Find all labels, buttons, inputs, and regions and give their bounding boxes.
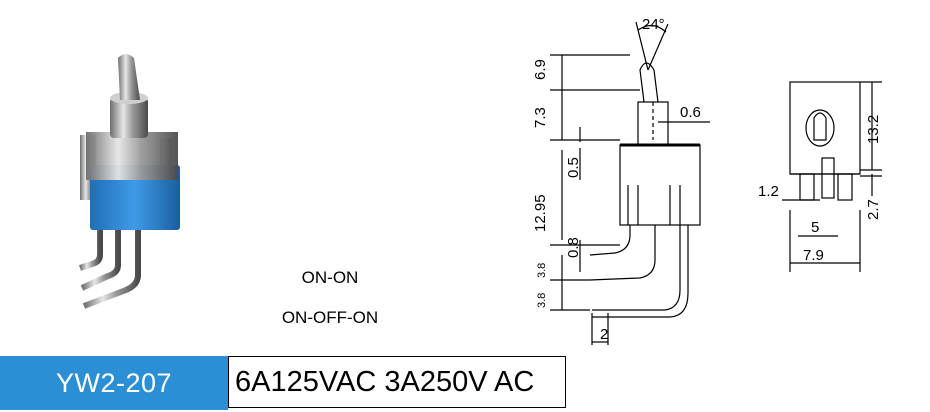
- dim-lever-tip-label: 0.6: [680, 104, 701, 121]
- variant-on-on: ON-ON: [301, 268, 359, 287]
- rating-box: 6A125VAC 3A250V AC: [228, 356, 566, 408]
- product-photo: [60, 50, 200, 310]
- dim-side-height-label: 13.2: [865, 115, 882, 144]
- dim-angle-label: 24°: [642, 16, 665, 33]
- dim-pin-pitch-upper-label: 3.8: [536, 263, 548, 278]
- electrical-rating: 6A125VAC 3A250V AC: [235, 365, 535, 398]
- dim-bushing-label: 7.3: [532, 107, 549, 128]
- dim-pin-pitch-lower-label: 3.8: [536, 293, 548, 308]
- spec-footer: YW2-207 6A125VAC 3A250V AC: [0, 356, 930, 412]
- dim-side-pin-spacing-label: 5: [811, 219, 819, 236]
- switch-variants: ON-ON ON-OFF-ON: [255, 258, 405, 338]
- model-badge: YW2-207: [0, 356, 228, 410]
- dimension-drawing: 24° 0.6 6.9 7.3 0.5 12.95 0.8 2 13.2 2.7…: [520, 10, 920, 360]
- dim-side-pin-length-label: 2.7: [865, 199, 882, 220]
- pin-3: [592, 225, 681, 311]
- pin-2: [589, 225, 656, 281]
- dim-lever-top-label: 6.9: [532, 59, 549, 80]
- dim-body-gap-label: 0.5: [565, 157, 582, 178]
- dim-side-pin-width-label: 1.2: [758, 183, 779, 200]
- dim-pin-thickness-label: 0.8: [565, 237, 582, 258]
- dim-side-width-label: 7.9: [803, 247, 824, 264]
- variant-on-off-on: ON-OFF-ON: [281, 308, 379, 327]
- dimension-drawing-svg: 24° 0.6 6.9 7.3 0.5 12.95 0.8 2 13.2 2.7…: [532, 16, 882, 345]
- dim-body-height-label: 12.95: [532, 194, 549, 232]
- front-body-outline: [619, 144, 701, 226]
- pin-1: [589, 225, 631, 256]
- toggle-switch-illustration: [79, 54, 180, 309]
- model-number: YW2-207: [55, 367, 173, 398]
- dim-pin-offset-label: 2: [600, 326, 608, 343]
- side-view-outline: [789, 81, 861, 175]
